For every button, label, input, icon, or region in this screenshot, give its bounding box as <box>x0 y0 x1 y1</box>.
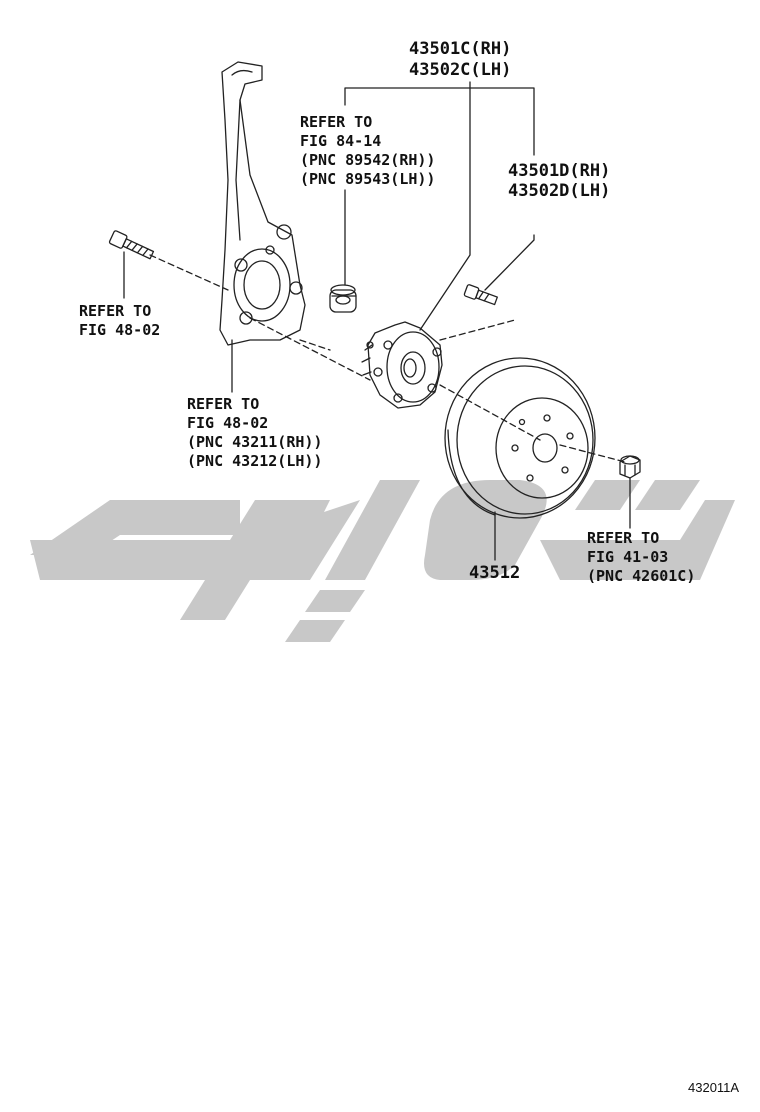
figure-id: 432011A <box>688 1080 740 1095</box>
steering-knuckle <box>219 61 306 346</box>
nut-ref-line-2: FIG 41-03 <box>587 548 669 566</box>
knuckle-ref-line-3: (PNC 43211(RH)) <box>187 433 323 451</box>
knuckle-ref-line-1: REFER TO <box>187 395 260 413</box>
sensor-ref-line-4: (PNC 89543(LH)) <box>300 170 436 188</box>
sensor-ref-line-2: FIG 84-14 <box>300 132 382 150</box>
hub-main-lh-label: 43502C(LH) <box>409 60 512 80</box>
hub-bearing-assembly <box>361 321 443 409</box>
knuckle-bolt <box>108 230 155 260</box>
leader-hub-alt <box>484 234 535 291</box>
lug-nut <box>619 455 641 479</box>
knuckle-ref-line-2: FIG 48-02 <box>187 414 269 432</box>
nut-ref-line-1: REFER TO <box>587 529 660 547</box>
nut-ref-line-3: (PNC 42601C) <box>587 567 696 585</box>
hub-alt-rh-label: 43501D(RH) <box>508 161 611 181</box>
hub-bolt <box>463 284 498 306</box>
brake-disc <box>444 357 596 519</box>
speed-sensor <box>329 284 357 313</box>
leader-hub-to-assembly <box>419 87 471 331</box>
bolt-ref-line-2: FIG 48-02 <box>79 321 161 339</box>
hub-main-rh-label: 43501C(RH) <box>409 39 512 59</box>
disc-part-label: 43512 <box>469 563 521 583</box>
sensor-ref-line-3: (PNC 89542(RH)) <box>300 151 436 169</box>
sensor-ref-line-1: REFER TO <box>300 113 373 131</box>
bolt-ref-line-1: REFER TO <box>79 302 152 320</box>
watermark-logo <box>30 480 735 642</box>
leader-hub-main <box>344 81 535 156</box>
axis-line-upper <box>149 254 516 351</box>
diagram-linework <box>108 61 641 561</box>
knuckle-ref-line-4: (PNC 43212(LH)) <box>187 452 323 470</box>
hub-alt-lh-label: 43502D(LH) <box>508 181 611 201</box>
